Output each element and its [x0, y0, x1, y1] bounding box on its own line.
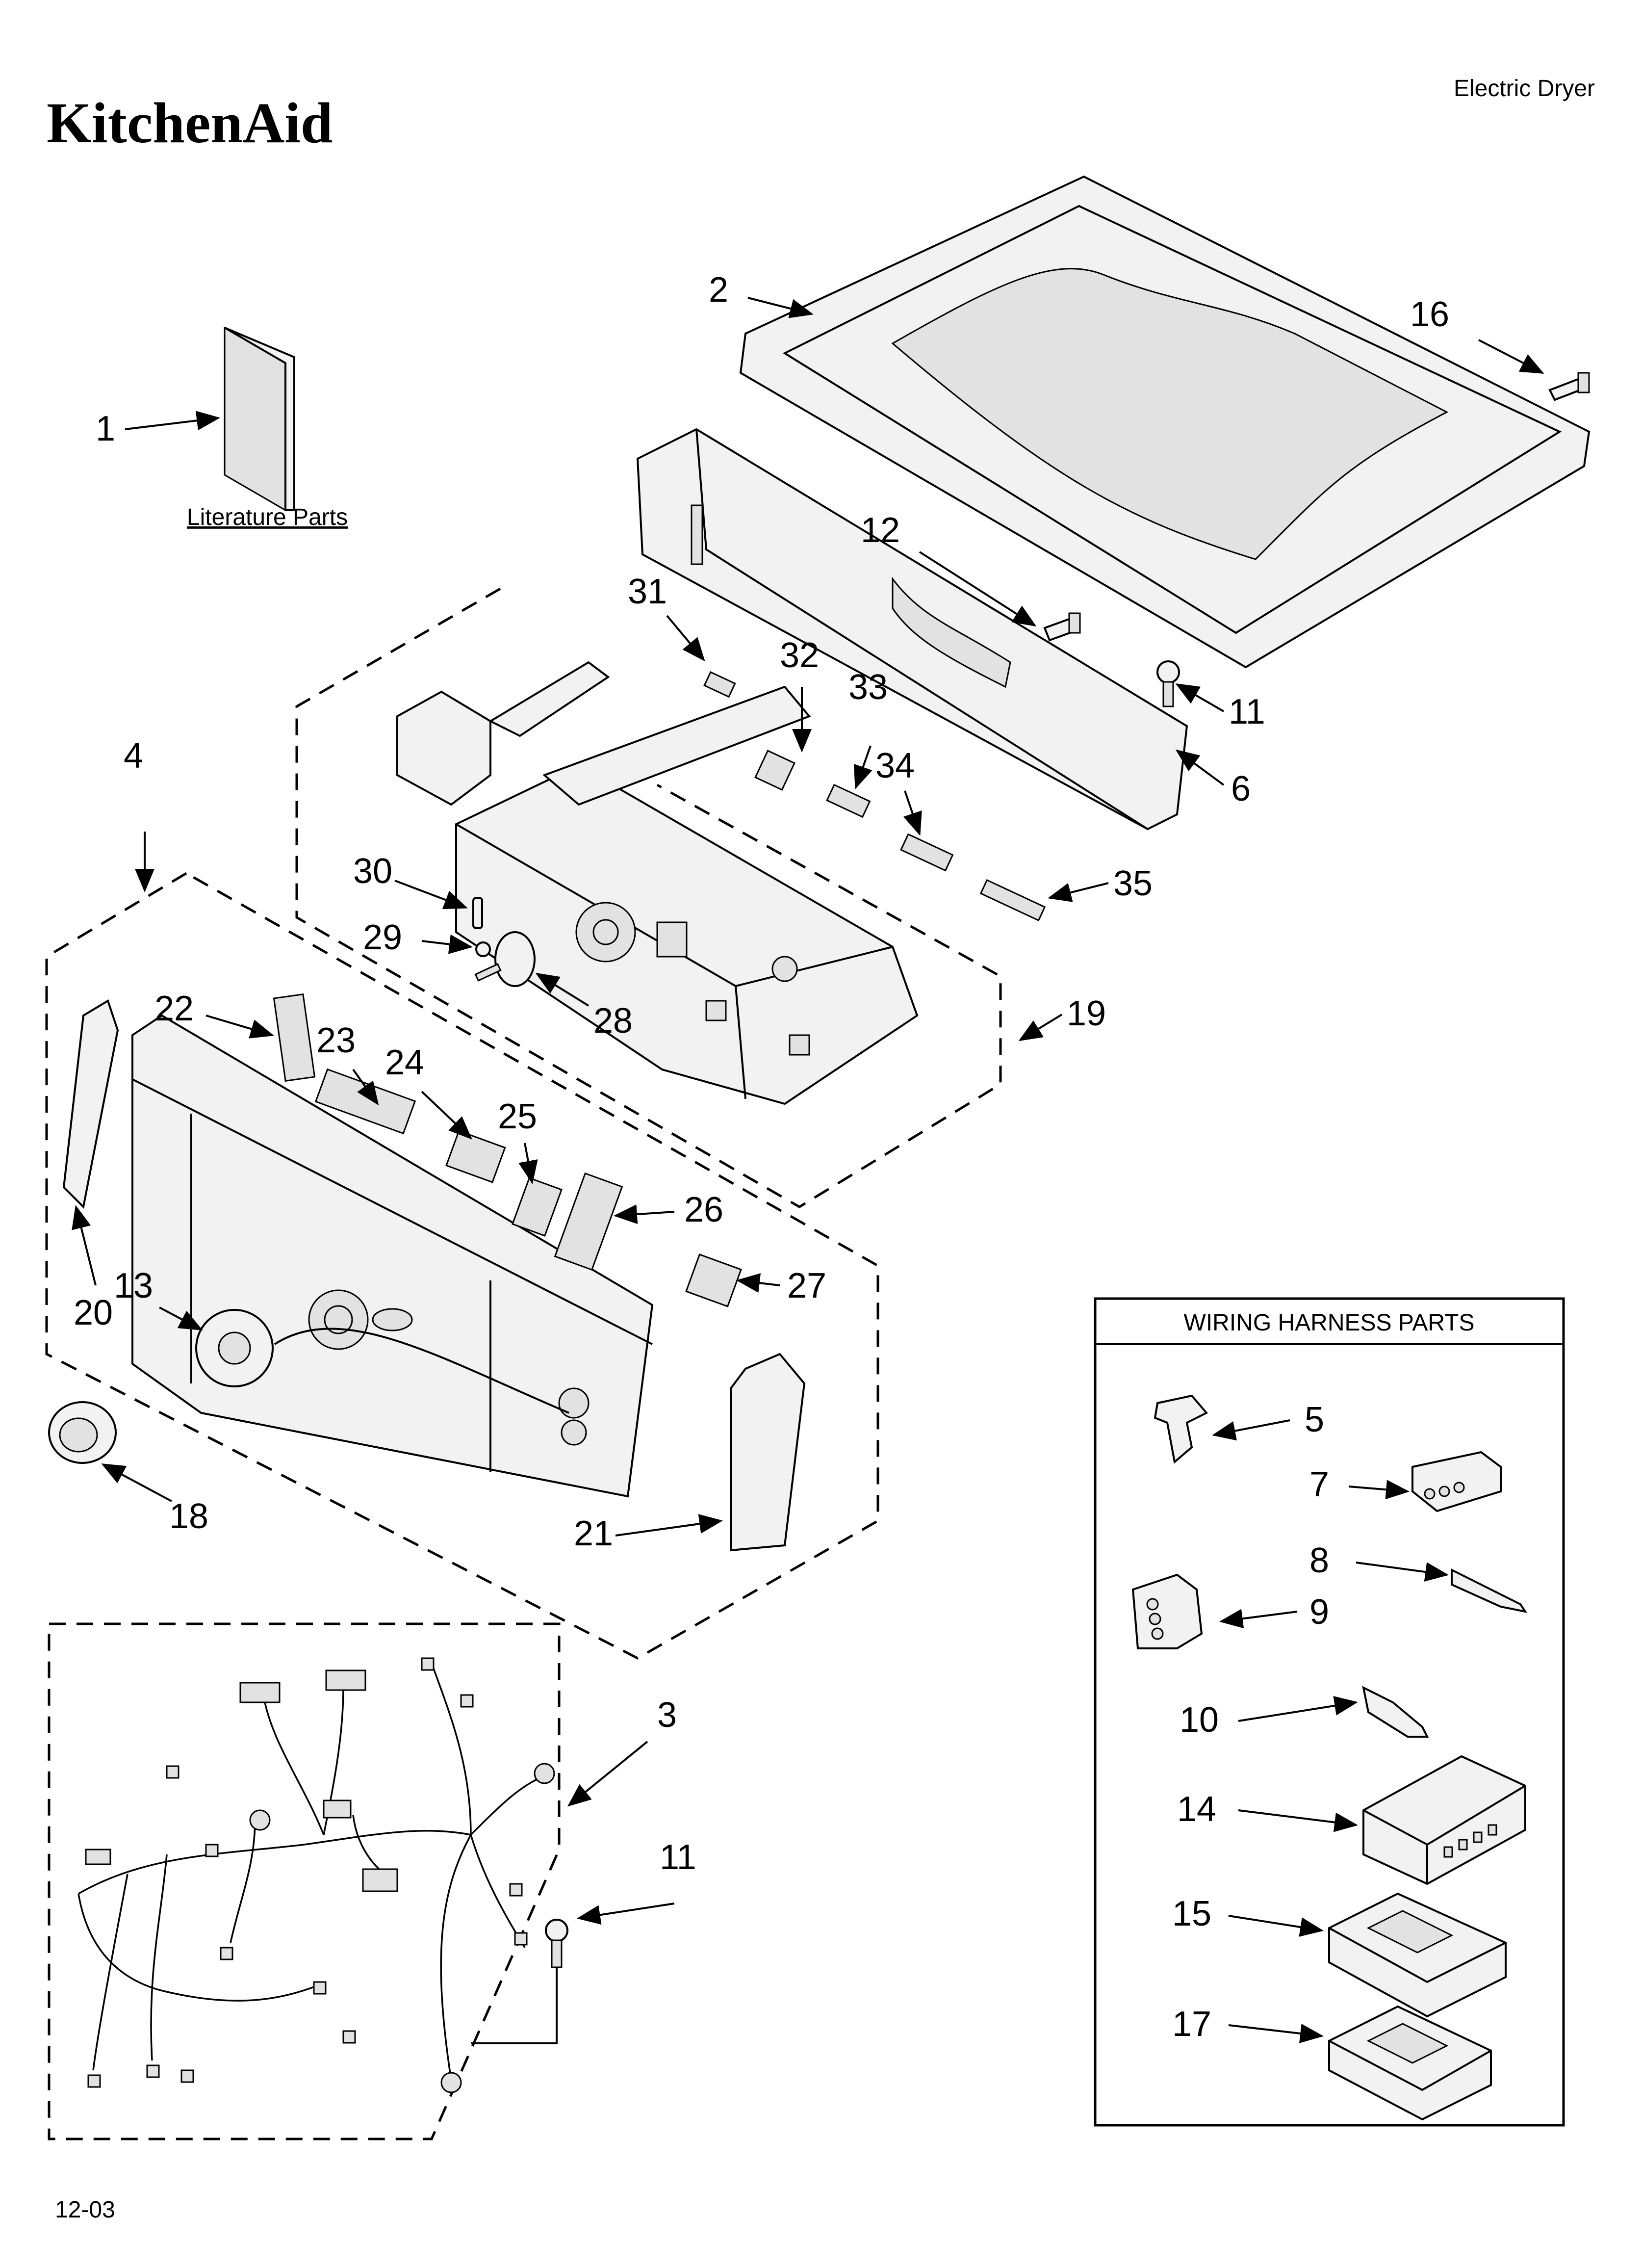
callout-13: 13 [114, 1266, 153, 1305]
end-cap-20 [62, 999, 119, 1209]
button-strip-22 [273, 993, 316, 1082]
knob-18 [48, 1401, 117, 1464]
callout-25: 25 [498, 1097, 537, 1136]
end-cap-21 [730, 1353, 806, 1552]
callout-28: 28 [593, 1001, 633, 1041]
housing-14 [1362, 1755, 1526, 1885]
connector-34 [900, 833, 954, 872]
housing-15 [1328, 1892, 1507, 2018]
wiring-box-title: WIRING HARNESS PARTS [1184, 1310, 1475, 1336]
top-panel [739, 175, 1591, 669]
switch-28 [474, 931, 536, 987]
callout-labels: 1 2 3 4 5 6 7 8 9 10 11 11 12 13 14 15 1… [74, 270, 1449, 2044]
connector-31 [703, 671, 736, 698]
connector-32 [754, 750, 795, 791]
terminal-8 [1451, 1568, 1528, 1613]
housing-9 [1131, 1573, 1203, 1649]
callout-5: 5 [1305, 1400, 1324, 1439]
callout-20: 20 [74, 1293, 113, 1332]
callout-30: 30 [353, 852, 392, 891]
callout-34: 34 [875, 746, 915, 785]
callout-7: 7 [1309, 1465, 1329, 1504]
callout-15: 15 [1172, 1894, 1211, 1933]
screw-11-lower [545, 1919, 568, 1968]
callout-32: 32 [780, 636, 819, 675]
callout-14: 14 [1177, 1790, 1216, 1829]
screw-16 [1548, 372, 1590, 401]
literature-booklet [224, 326, 295, 512]
ball-29 [475, 941, 491, 957]
callout-3: 3 [657, 1695, 677, 1735]
callout-11-upper: 11 [1229, 692, 1265, 731]
assembly-19-outline [295, 587, 1002, 1208]
callout-29: 29 [363, 918, 402, 957]
screw-11-leader [471, 1967, 558, 2044]
callout-27: 27 [787, 1266, 826, 1305]
revision-code: 12-03 [55, 2197, 115, 2223]
literature-caption: Literature Parts [187, 504, 348, 530]
callout-11-lower: 11 [660, 1838, 696, 1877]
product-title: Electric Dryer [1454, 76, 1595, 102]
spring-30 [472, 897, 483, 929]
assembly-4-outline [45, 872, 879, 1660]
callout-31: 31 [628, 572, 667, 611]
connector-35 [979, 879, 1046, 922]
callout-8: 8 [1309, 1541, 1329, 1580]
callout-6: 6 [1231, 769, 1251, 808]
leader-arrows [72, 297, 1544, 2043]
rear-bracket [636, 428, 1188, 831]
screw-11-upper [1156, 660, 1180, 707]
brand-logo: KitchenAid [47, 91, 333, 155]
callout-19: 19 [1067, 994, 1106, 1033]
bezel-13 [195, 1309, 274, 1387]
callout-9: 9 [1309, 1592, 1329, 1632]
callout-4: 4 [124, 736, 143, 776]
callout-26: 26 [684, 1190, 723, 1229]
callout-1: 1 [96, 409, 115, 448]
callout-22: 22 [154, 989, 194, 1028]
button-27 [685, 1253, 742, 1307]
button-strip-26 [554, 1172, 623, 1271]
button-25 [512, 1177, 563, 1237]
callout-2: 2 [709, 270, 728, 310]
callout-17: 17 [1172, 2005, 1211, 2044]
callout-33: 33 [848, 668, 888, 707]
callout-35: 35 [1113, 864, 1153, 903]
callout-24: 24 [385, 1043, 424, 1082]
housing-7 [1411, 1451, 1502, 1512]
screw-12 [1043, 612, 1081, 642]
housing-17 [1328, 2005, 1492, 2121]
clip-5 [1154, 1394, 1208, 1464]
display-24 [445, 1130, 506, 1183]
callout-23: 23 [316, 1021, 356, 1060]
callout-16: 16 [1410, 295, 1449, 334]
console-panel [131, 1014, 654, 1498]
callout-10: 10 [1180, 1700, 1219, 1740]
terminal-10 [1362, 1686, 1429, 1738]
callout-21: 21 [574, 1514, 613, 1553]
wire-harness-3 [77, 1657, 555, 2093]
connector-33 [826, 783, 871, 818]
control-housing [396, 661, 919, 1105]
callout-18: 18 [169, 1497, 208, 1536]
callout-12: 12 [861, 511, 900, 550]
harness-3-outline [48, 1622, 561, 2140]
